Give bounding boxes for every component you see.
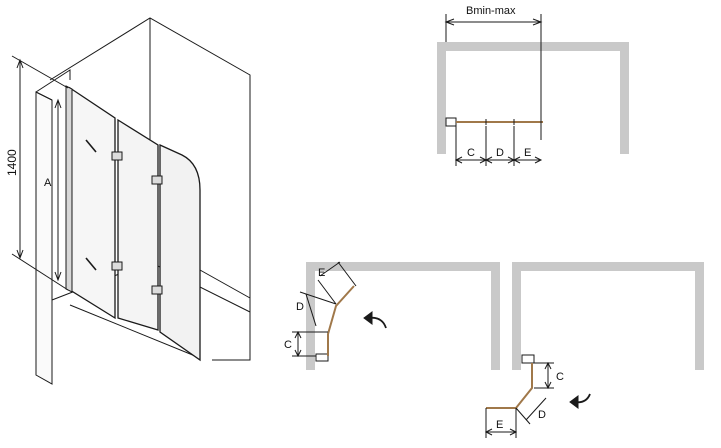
wall-plan-left [306,262,500,370]
plan-view-folded-right [484,262,704,438]
folded-glass-left [327,285,355,356]
dim-c-right-arrows [544,361,552,390]
panel-height-label: A [44,177,52,189]
hinge-2-top [151,175,163,185]
plan-view-folded-left [292,261,500,370]
dim-b-arrow-left [444,18,455,26]
left-c-label: C [284,339,292,351]
dim-b-arrow-right [532,18,543,26]
dim-a-arrow-bottom [54,271,62,282]
wall-profile-plan [445,117,457,127]
isometric-view [11,17,251,385]
dim-a-arrow-top [54,98,62,109]
width-label: Bmin-max [466,5,516,17]
wall-slab-top [35,91,53,101]
dim-c-arrow [454,156,463,164]
dim-e-left-line [319,261,341,277]
dim-d-left-line [305,293,317,327]
height-label: 1400 [5,149,19,176]
wall-plan-top [437,42,629,154]
swing-arrow-left-head [363,311,373,325]
wall-top-edge [35,69,71,93]
glass-panel-3 [159,143,201,362]
dim-de-arrows [507,156,521,164]
dim-d-right-line [525,397,547,421]
dim-d-right-ext [515,407,531,425]
wall-plan-right [512,262,704,370]
right-e-label: E [496,419,503,431]
hinge-2-bottom [151,285,163,295]
right-c-label: C [556,371,564,383]
dim-cd-arrows [479,156,493,164]
wall-outline [49,17,251,361]
dim-d-left-ext [299,291,337,305]
swing-arrow-right-head [569,395,579,409]
dim-1400-arrow-bottom [16,249,24,260]
tub-rim-inner [199,269,251,299]
left-d-label: D [296,301,304,313]
hinge-1-bottom [111,261,123,271]
wall-profile [65,85,73,293]
dim-1400-arrow-top [16,58,24,69]
dim-1400-ext-bottom [11,253,69,291]
plan-d-label: D [496,147,504,159]
dim-c-left-arrows [294,330,302,358]
plan-view-closed [437,14,629,166]
left-e-label: E [318,267,325,279]
glass-panel-2 [117,118,159,331]
dim-1400-ext-top [11,55,69,89]
dim-e-left-ext-2 [337,261,357,287]
glass-panel-1 [69,86,116,320]
wall-profile-left [315,353,329,362]
dim-e-right-arrows [484,428,518,436]
dim-e-left-ext-1 [317,279,337,305]
wall-slab [35,91,53,385]
dim-e-arrow [534,156,543,164]
plan-c-label: C [467,147,475,159]
folded-glass-right [486,363,533,409]
wall-profile-right [521,354,535,364]
right-d-label: D [538,409,546,421]
plan-e-label: E [524,147,531,159]
hinge-1-top [111,151,123,161]
handle-bottom [85,257,97,271]
tub-front-edge [69,304,201,359]
handle-top [85,139,97,153]
